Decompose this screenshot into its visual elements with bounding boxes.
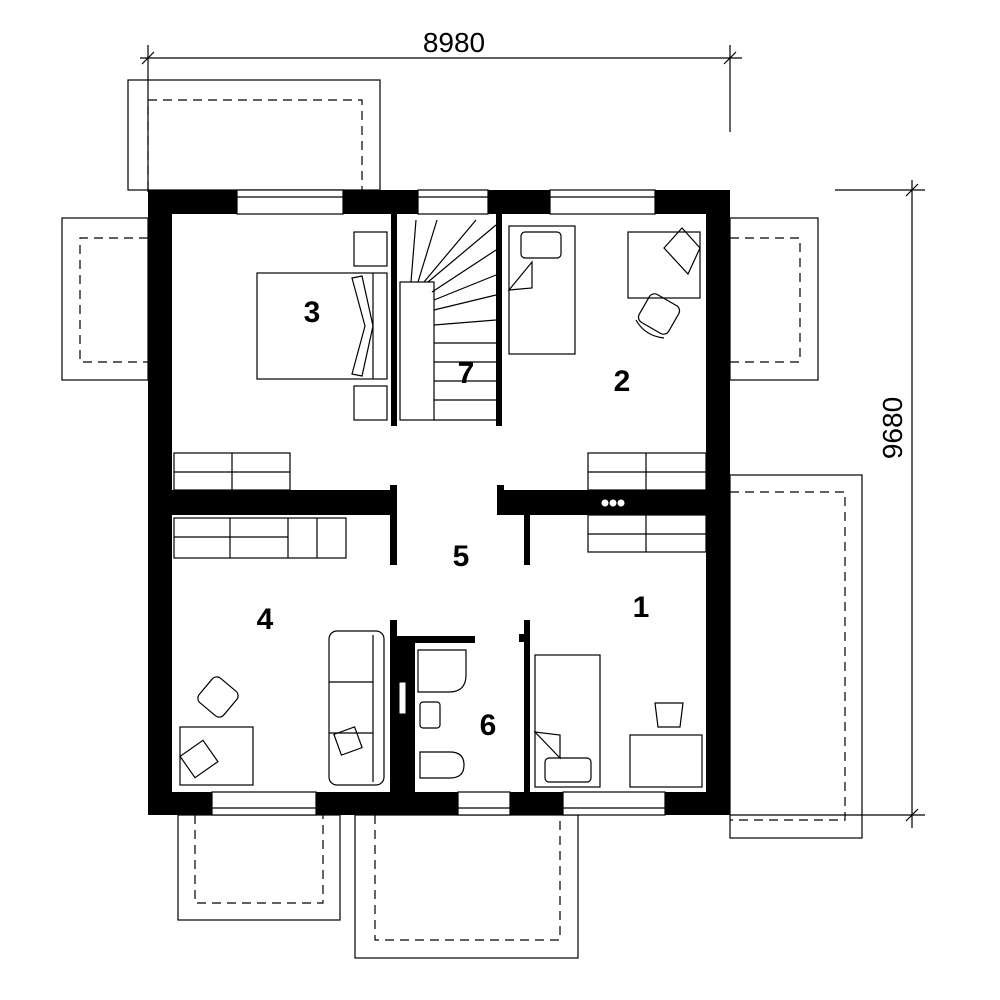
wardrobe	[173, 452, 291, 491]
room-number: 6	[480, 709, 497, 742]
width-dimension-label: 8980	[423, 27, 485, 58]
toilet	[419, 751, 465, 779]
desk	[179, 726, 254, 786]
wardrobe	[587, 452, 707, 491]
room-number: 4	[257, 603, 274, 636]
single-bed	[533, 654, 601, 788]
ventilation-shaft	[398, 681, 407, 715]
interior-walls	[172, 214, 706, 792]
office-chair	[197, 676, 239, 718]
office-chair	[635, 293, 681, 339]
wardrobe	[173, 517, 347, 559]
room-number: 1	[633, 591, 650, 624]
staircase	[399, 219, 497, 421]
windows	[211, 189, 666, 816]
chair	[654, 702, 684, 728]
desk	[629, 734, 703, 788]
room-number: 7	[458, 357, 475, 390]
shower	[417, 649, 467, 693]
single-bed	[507, 225, 576, 355]
sofa	[328, 630, 385, 786]
sink	[419, 701, 441, 729]
room-number: 3	[304, 296, 321, 329]
nightstand	[353, 231, 388, 267]
room-number: 5	[453, 540, 470, 573]
room-number: 2	[614, 365, 631, 398]
nightstand	[353, 385, 388, 421]
height-dimension: 9680	[730, 180, 925, 828]
height-dimension-label: 9680	[877, 397, 908, 459]
wardrobe	[587, 514, 707, 553]
desk	[627, 227, 701, 299]
double-bed	[256, 272, 388, 380]
radiator-icon	[601, 499, 625, 507]
width-dimension: 8980	[140, 27, 742, 192]
